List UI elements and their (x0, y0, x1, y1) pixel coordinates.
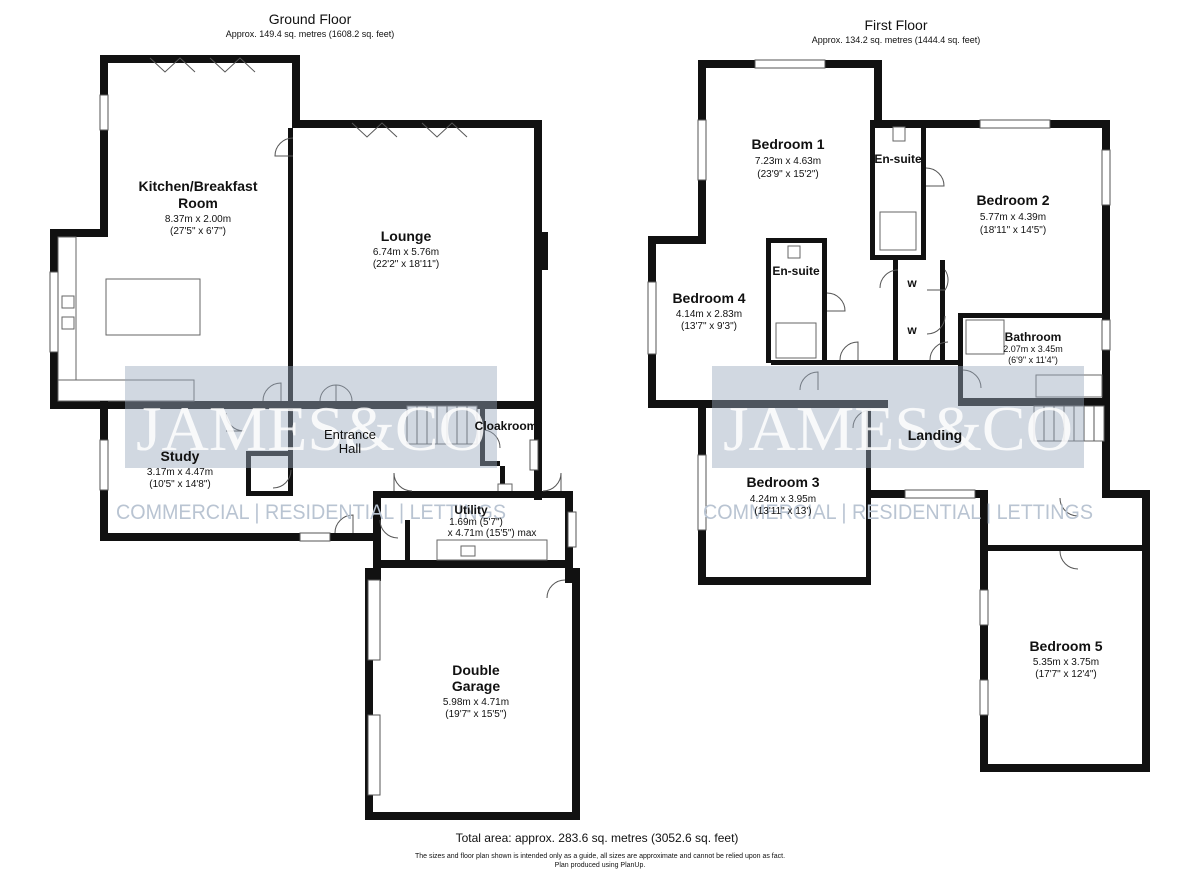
bedroom4-name: Bedroom 4 (672, 290, 745, 306)
bedroom5-dim-m: 5.35m x 3.75m (1033, 657, 1099, 668)
utility-dim-ft: x 4.71m (15'5") max (448, 528, 537, 539)
room-entrance-hall: Entrance Hall (324, 427, 376, 456)
cloakroom-name: Cloakroom (475, 419, 538, 433)
landing-name: Landing (908, 427, 962, 443)
bedroom3-dim-ft: (13'11" x 13') (754, 506, 811, 517)
wardrobe-label-1: w (906, 276, 917, 290)
wardrobe-label-2: w (906, 323, 917, 337)
lounge-dim-m: 6.74m x 5.76m (373, 247, 439, 258)
watermark-services-left: COMMERCIAL | RESIDENTIAL | LETTINGS (116, 501, 506, 524)
bathroom-dim-ft: (6'9" x 11'4") (1008, 355, 1058, 365)
room-study: Study 3.17m x 4.47m (10'5" x 14'8") (147, 448, 213, 490)
first-floor-plan (647, 59, 1150, 772)
garage-dim-m: 5.98m x 4.71m (443, 697, 509, 708)
kitchen-name-line2: Room (178, 195, 218, 211)
first-floor-title: First Floor (865, 17, 928, 33)
watermark-brand-right: JAMES&CO (723, 393, 1073, 464)
ground-floor-plan (49, 55, 580, 820)
lounge-dim-ft: (22'2" x 18'11") (373, 259, 439, 270)
utility-name: Utility (454, 503, 488, 517)
bathroom-dim-m: 2.07m x 3.45m (1003, 344, 1063, 354)
room-ensuite-2: En-suite (772, 264, 820, 278)
ground-floor-title: Ground Floor (269, 11, 352, 27)
utility-dim-m: 1.69m (5'7") (449, 517, 503, 528)
room-utility: Utility 1.69m (5'7") x 4.71m (15'5") max (448, 503, 537, 539)
disclaimer: The sizes and floor plan shown is intend… (415, 853, 785, 860)
room-ensuite-1: En-suite (874, 152, 922, 166)
bedroom3-dim-m: 4.24m x 3.95m (750, 494, 816, 505)
room-bedroom-1: Bedroom 1 7.23m x 4.63m (23'9" x 15'2") (751, 136, 824, 180)
kitchen-dim-m: 8.37m x 2.00m (165, 214, 231, 225)
bedroom4-dim-ft: (13'7" x 9'3") (681, 321, 737, 332)
room-garage: Double Garage 5.98m x 4.71m (19'7" x 15'… (443, 662, 509, 720)
study-name: Study (161, 448, 200, 464)
garage-name-line1: Double (452, 662, 500, 678)
watermark-brand-left: JAMES&CO (136, 393, 486, 464)
garage-name-line2: Garage (452, 678, 500, 694)
room-lounge: Lounge 6.74m x 5.76m (22'2" x 18'11") (373, 228, 439, 270)
wardrobe-labels: w w (906, 276, 917, 337)
bedroom5-name: Bedroom 5 (1029, 638, 1102, 654)
ground-floor-area: Approx. 149.4 sq. metres (1608.2 sq. fee… (226, 29, 395, 39)
room-bathroom: Bathroom 2.07m x 3.45m (6'9" x 11'4") (1003, 330, 1063, 365)
study-dim-m: 3.17m x 4.47m (147, 467, 213, 478)
kitchen-dim-ft: (27'5" x 6'7") (170, 226, 226, 237)
ensuite1-name: En-suite (874, 152, 922, 166)
room-cloakroom: Cloakroom (475, 419, 538, 433)
ensuite2-name: En-suite (772, 264, 820, 278)
bathroom-name: Bathroom (1005, 330, 1062, 344)
hall-name-line2: Hall (339, 441, 362, 456)
watermark-left: JAMES&CO COMMERCIAL | RESIDENTIAL | LETT… (116, 366, 506, 524)
bedroom5-dim-ft: (17'7" x 12'4") (1035, 669, 1097, 680)
room-bedroom-4: Bedroom 4 4.14m x 2.83m (13'7" x 9'3") (672, 290, 745, 332)
watermark-services-right: COMMERCIAL | RESIDENTIAL | LETTINGS (703, 501, 1093, 524)
room-landing: Landing (908, 427, 962, 443)
room-bedroom-5: Bedroom 5 5.35m x 3.75m (17'7" x 12'4") (1029, 638, 1102, 680)
room-bedroom-3: Bedroom 3 4.24m x 3.95m (13'11" x 13') (746, 474, 819, 517)
bedroom1-dim-m: 7.23m x 4.63m (755, 156, 821, 167)
lounge-name: Lounge (381, 228, 432, 244)
produced-by: Plan produced using PlanUp. (555, 862, 646, 869)
room-kitchen: Kitchen/Breakfast Room 8.37m x 2.00m (27… (138, 178, 257, 237)
watermark-right: JAMES&CO COMMERCIAL | RESIDENTIAL | LETT… (703, 366, 1093, 524)
hall-name-line1: Entrance (324, 427, 376, 442)
bedroom2-name: Bedroom 2 (976, 192, 1049, 208)
bedroom1-name: Bedroom 1 (751, 136, 824, 152)
study-dim-ft: (10'5" x 14'8") (149, 479, 211, 490)
bedroom1-dim-ft: (23'9" x 15'2") (757, 169, 819, 180)
kitchen-name-line1: Kitchen/Breakfast (138, 178, 257, 194)
bedroom2-dim-m: 5.77m x 4.39m (980, 212, 1046, 223)
room-bedroom-2: Bedroom 2 5.77m x 4.39m (18'11" x 14'5") (976, 192, 1049, 236)
garage-dim-ft: (19'7" x 15'5") (445, 709, 507, 720)
first-floor-area: Approx. 134.2 sq. metres (1444.4 sq. fee… (812, 35, 981, 45)
total-area: Total area: approx. 283.6 sq. metres (30… (456, 831, 739, 845)
bedroom3-name: Bedroom 3 (746, 474, 819, 490)
bedroom2-dim-ft: (18'11" x 14'5") (980, 225, 1046, 236)
bedroom4-dim-m: 4.14m x 2.83m (676, 309, 742, 320)
